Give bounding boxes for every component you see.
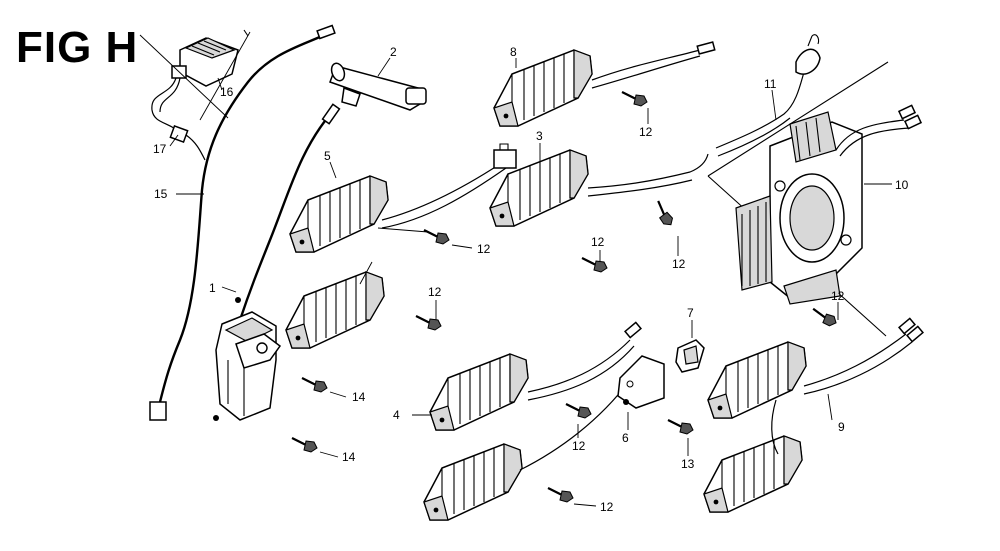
callout-12-f: 12 bbox=[831, 289, 845, 303]
coil-lower-left bbox=[423, 443, 523, 521]
ignition-coil-part-1 bbox=[213, 103, 341, 421]
callout-12-c: 12 bbox=[591, 235, 605, 249]
connector-part-5 bbox=[493, 149, 517, 169]
callout-7: 7 bbox=[687, 306, 694, 320]
callout-15: 15 bbox=[154, 187, 168, 201]
bolt-part-14-b bbox=[290, 436, 319, 454]
callout-9: 9 bbox=[838, 420, 845, 434]
callout-12-a: 12 bbox=[639, 125, 653, 139]
callout-12-d: 12 bbox=[672, 257, 686, 271]
coil-part-4 bbox=[429, 353, 529, 431]
coil-part-8 bbox=[493, 49, 593, 127]
callout-14-b: 14 bbox=[342, 450, 356, 464]
coil-part-9-lower bbox=[703, 435, 803, 513]
callout-12-g: 12 bbox=[572, 439, 586, 453]
callout-2: 2 bbox=[390, 45, 397, 59]
coil-part-9-upper bbox=[707, 341, 807, 419]
bolt-part-14-a bbox=[300, 376, 329, 394]
callout-3: 3 bbox=[536, 129, 543, 143]
callout-12-h: 12 bbox=[600, 500, 614, 514]
callout-13: 13 bbox=[681, 457, 695, 471]
callout-10: 10 bbox=[895, 178, 909, 192]
callout-11: 11 bbox=[764, 77, 777, 91]
callout-1: 1 bbox=[209, 281, 216, 295]
plug-cap-part-2 bbox=[329, 62, 427, 111]
callout-14-a: 14 bbox=[352, 390, 366, 404]
lead-wire-part-11 bbox=[715, 34, 821, 157]
callout-16: 16 bbox=[220, 85, 234, 99]
cable-part-15 bbox=[149, 24, 336, 421]
callout-8: 8 bbox=[510, 45, 517, 59]
callout-17: 17 bbox=[153, 142, 167, 156]
callout-12-e: 12 bbox=[428, 285, 442, 299]
bracket-part-6 bbox=[617, 355, 665, 409]
callout-6: 6 bbox=[622, 431, 629, 445]
callout-12-b: 12 bbox=[477, 242, 491, 256]
callout-4: 4 bbox=[393, 408, 400, 422]
callout-5: 5 bbox=[324, 149, 331, 163]
coil-part-1-lower bbox=[285, 271, 385, 349]
stator-assembly-part-10 bbox=[707, 61, 923, 337]
coil-part-5 bbox=[289, 175, 389, 253]
grommet-part-7 bbox=[675, 339, 705, 373]
figure-title: FIG H bbox=[16, 23, 139, 72]
